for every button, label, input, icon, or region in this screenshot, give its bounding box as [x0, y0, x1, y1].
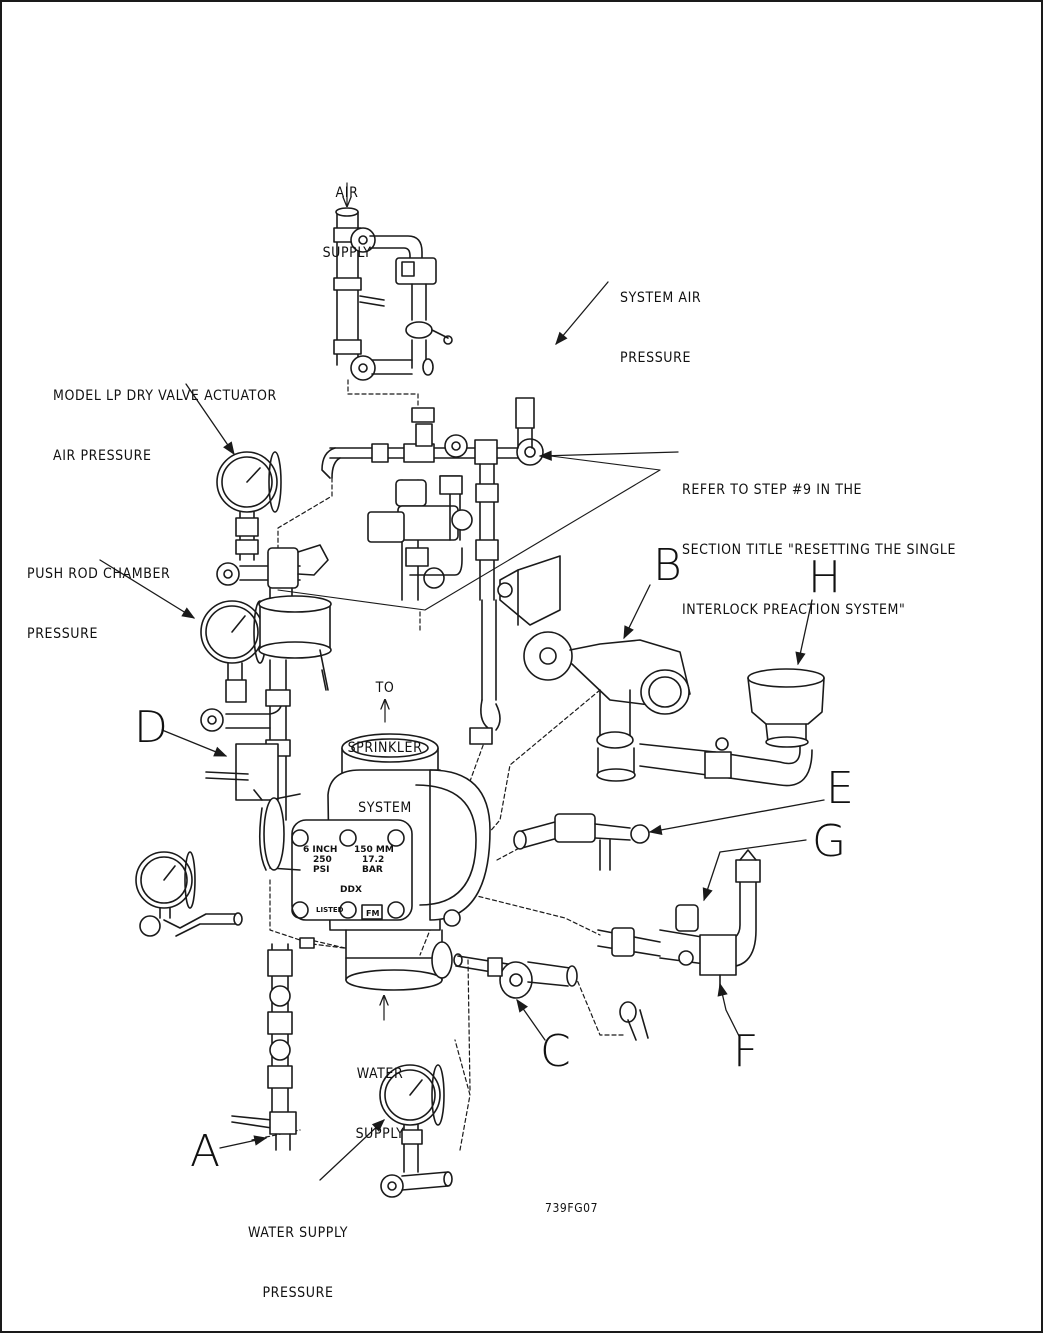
alarm-test-assembly: [597, 849, 761, 1041]
water-supply-line-2: SUPPLY: [355, 1126, 405, 1142]
push-rod-gauge-assembly: [200, 595, 332, 821]
water-supply-pressure-line-2: PRESSURE: [262, 1285, 334, 1301]
to-sprinkler-line-3: SYSTEM: [358, 800, 412, 816]
refer-note-label: REFER TO STEP #9 IN THE SECTION TITLE "R…: [682, 440, 956, 640]
flow-arrows: [347, 182, 385, 1021]
actuator-cluster: [367, 475, 473, 601]
system-air-pressure-label: SYSTEM AIR PRESSURE: [620, 248, 701, 388]
callout-letter-b: B: [653, 540, 682, 591]
push-rod-pressure-line-1: PUSH ROD CHAMBER: [27, 566, 171, 582]
a-drain-trim: [231, 937, 315, 1151]
to-sprinkler-line-2: SPRINKLER: [347, 740, 423, 756]
refer-note-line-2: SECTION TITLE "RESETTING THE SINGLE: [682, 542, 957, 558]
plate-bar-unit: BAR: [362, 865, 383, 875]
to-sprinkler-label: TO SPRINKLER SYSTEM: [340, 638, 430, 838]
reference-lines: [277, 454, 661, 611]
refer-note-line-1: REFER TO STEP #9 IN THE: [682, 482, 863, 498]
leader-arrows: [99, 281, 825, 1181]
callout-letter-e: E: [826, 763, 854, 814]
callout-letter-c: C: [540, 1026, 571, 1077]
air-supply-line-1: AIR: [335, 185, 359, 201]
plate-psi-value: 250: [313, 855, 332, 865]
actuator-air-pressure-label: MODEL LP DRY VALVE ACTUATOR AIR PRESSURE: [53, 346, 277, 486]
plate-fm: FM: [366, 909, 379, 918]
b-drain-valve: [523, 631, 813, 787]
air-supply-line-2: SUPPLY: [322, 245, 372, 261]
inlet-gauge-assembly: [135, 851, 243, 937]
actuator-air-pressure-line-1: MODEL LP DRY VALVE ACTUATOR: [53, 388, 277, 404]
plate-psi-unit: PSI: [313, 865, 329, 875]
callout-letter-d: D: [134, 702, 168, 753]
pressure-switch: [469, 555, 561, 745]
water-supply-gauge: [379, 1064, 453, 1198]
callout-letter-g: G: [812, 816, 847, 867]
callout-letter-a: A: [190, 1126, 221, 1177]
figure-code: 739FG07: [545, 1201, 599, 1215]
plate-size-left: 6 INCH: [303, 845, 337, 855]
water-supply-pressure-line-1: WATER SUPPLY: [247, 1225, 349, 1241]
to-sprinkler-line-1: TO: [375, 680, 395, 696]
air-supply-trim: [333, 207, 453, 423]
actuator-air-pressure-line-2: AIR PRESSURE: [53, 448, 152, 464]
e-valve: [513, 813, 650, 871]
callout-letter-f: F: [733, 1026, 759, 1077]
actuator-gauge-assembly: [216, 451, 329, 621]
plate-model: DDX: [340, 885, 362, 895]
valve-plate-text: 6 INCH 250 PSI 150 MM 17.2 BAR DDX LISTE…: [303, 845, 394, 918]
c-valve: [453, 953, 578, 999]
water-supply-pressure-label: WATER SUPPLY PRESSURE: [240, 1183, 356, 1323]
push-rod-pressure-label: PUSH ROD CHAMBER PRESSURE: [27, 524, 170, 664]
air-manifold: [321, 397, 544, 601]
water-supply-line-1: WATER: [356, 1066, 404, 1082]
push-rod-pressure-line-2: PRESSURE: [27, 626, 99, 642]
d-control-panel: [205, 743, 279, 801]
system-air-pressure-line-1: SYSTEM AIR: [620, 290, 702, 306]
callout-letter-h: H: [808, 552, 842, 603]
h-drain-cup: [747, 668, 825, 748]
air-supply-label: AIR SUPPLY: [310, 143, 384, 283]
deluge-valve-body: [258, 733, 491, 991]
refer-note-line-3: INTERLOCK PREACTION SYSTEM": [682, 602, 906, 618]
system-air-pressure-line-2: PRESSURE: [620, 350, 692, 366]
plate-size-right: 150 MM: [354, 845, 394, 855]
plate-bar-value: 17.2: [362, 855, 384, 865]
plate-listed: LISTED: [316, 906, 344, 914]
water-supply-label: WATER SUPPLY: [343, 1024, 417, 1164]
